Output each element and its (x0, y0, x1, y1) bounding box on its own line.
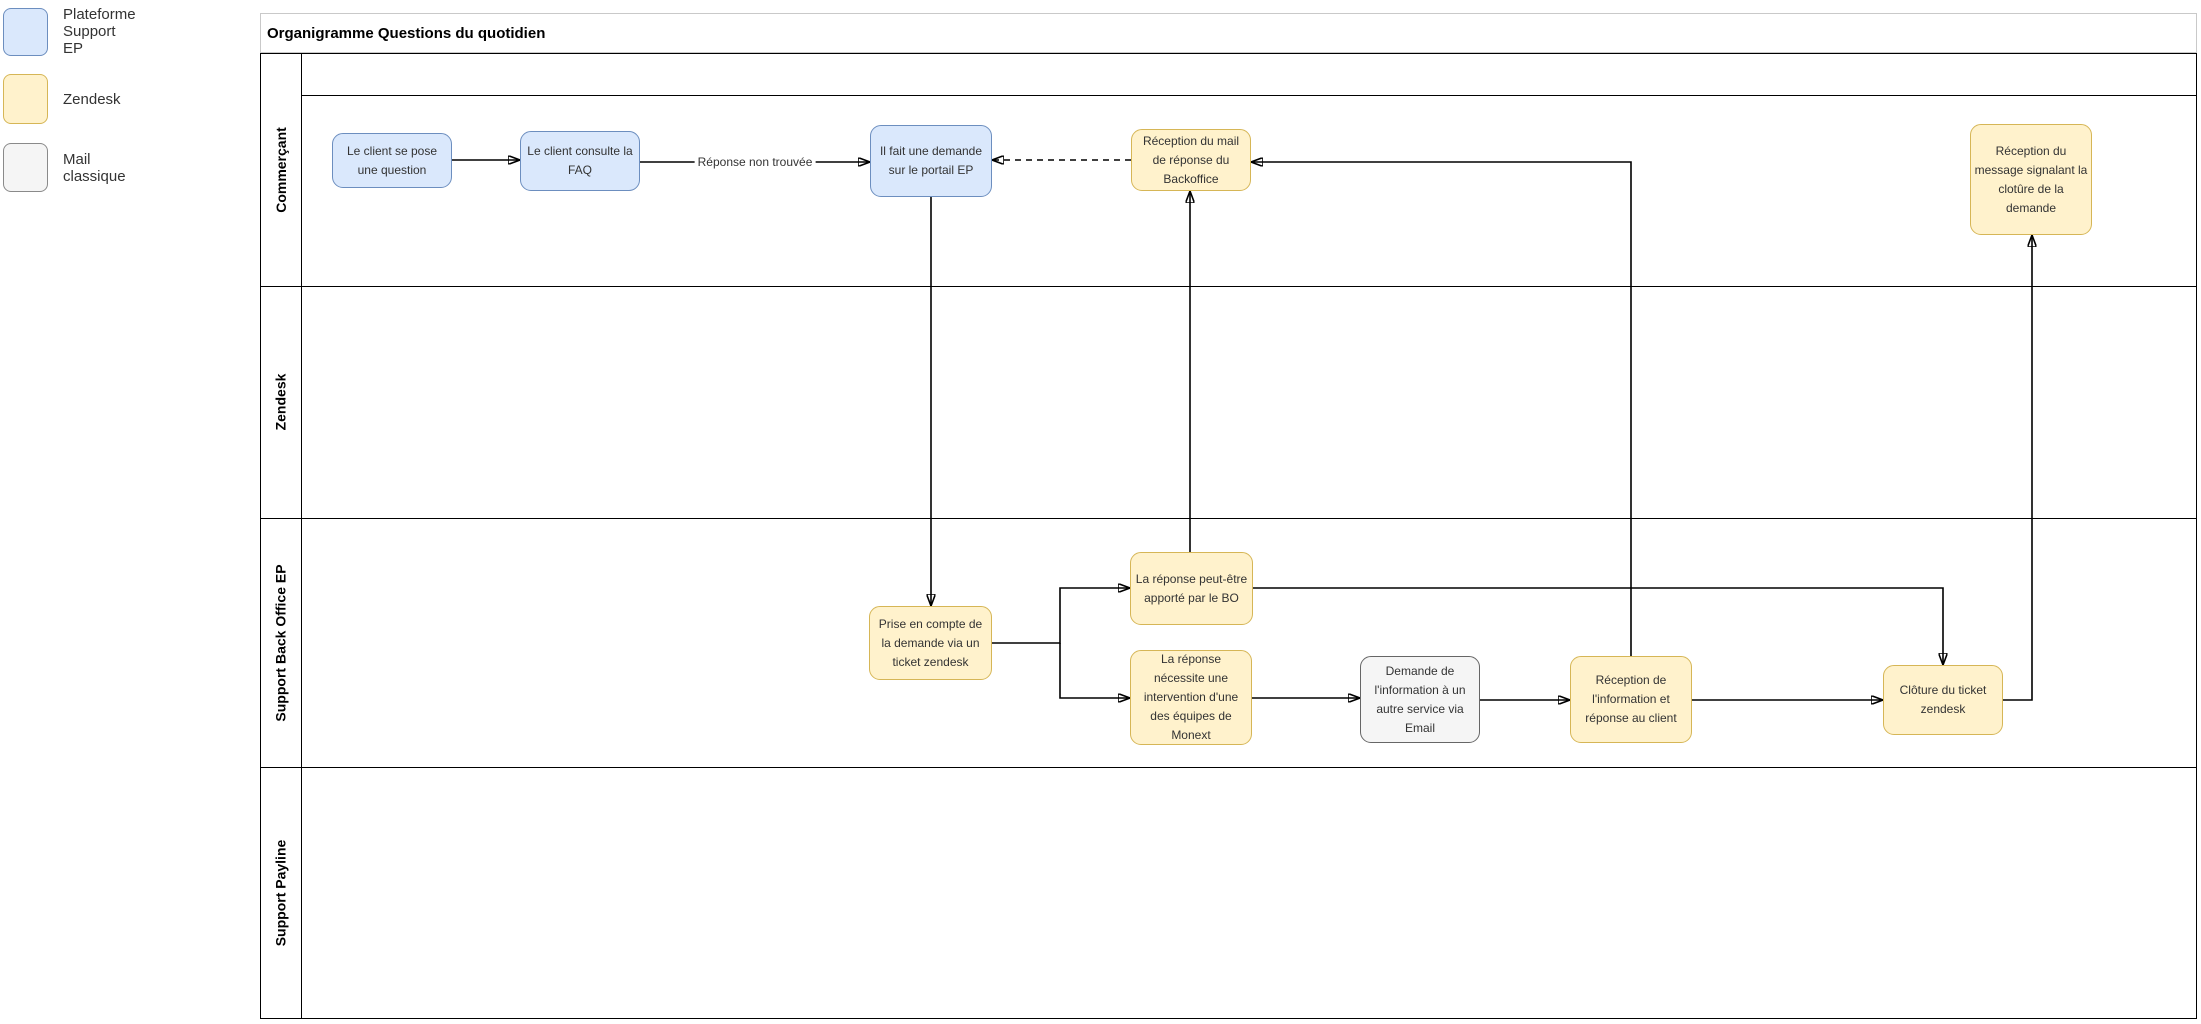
node-prise-en-compte: Prise en compte de la demande via un tic… (869, 606, 992, 680)
legend-label-plateforme: Plateforme Support EP (63, 6, 136, 57)
node-reponse-intervention: La réponse nécessite une intervention d'… (1130, 650, 1252, 745)
edge-prise-en-compte-to-reponse-bo (992, 588, 1130, 644)
edge-cloture-to-reception-message (2003, 235, 2032, 701)
edge-label-reponse-non-trouvee: Réponse non trouvée (694, 155, 816, 169)
legend-label-mail: Mail classique (63, 150, 126, 185)
node-cloture-ticket: Clôture du ticket zendesk (1883, 665, 2003, 735)
lane-separator-2 (260, 518, 2197, 519)
edge-reception-info-to-mail-bo (1251, 162, 1632, 656)
node-client-question: Le client se pose une question (332, 133, 452, 188)
legend-item-zendesk: Zendesk (3, 74, 121, 124)
legend-swatch-plateforme (3, 7, 48, 56)
lane-separator-3 (260, 767, 2197, 768)
node-reception-info-reponse: Réception de l'information et réponse au… (1570, 656, 1692, 743)
diagram-title-bar: Organigramme Questions du quotidien (260, 13, 2197, 53)
legend-item-mail-classique: Mail classique (3, 143, 126, 192)
legend-swatch-zendesk (3, 74, 48, 124)
legend-label-zendesk: Zendesk (63, 90, 121, 108)
lane-separator-1 (260, 286, 2197, 287)
diagram-title: Organigramme Questions du quotidien (267, 24, 546, 42)
pool-border (260, 53, 2197, 1019)
node-reception-message-cloture: Réception du message signalant la clotûr… (1970, 124, 2092, 235)
lane-label-column-divider (301, 53, 302, 1019)
node-reponse-bo: La réponse peut-être apporté par le BO (1130, 552, 1253, 625)
edge-reponse-bo-to-cloture (1253, 587, 1943, 665)
node-reception-mail-bo: Réception du mail de réponse du Backoffi… (1131, 129, 1251, 191)
legend-item-plateforme-support-ep: Plateforme Support EP (3, 6, 136, 57)
pool-inner-top-line (301, 95, 2197, 96)
edge-prise-en-compte-to-reponse-intervention (1059, 643, 1130, 698)
node-demande-info-email: Demande de l'information à un autre serv… (1360, 656, 1480, 743)
node-demande-portail: Il fait une demande sur le portail EP (870, 125, 992, 197)
node-client-faq: Le client consulte la FAQ (520, 131, 640, 191)
legend-swatch-mail (3, 143, 48, 192)
